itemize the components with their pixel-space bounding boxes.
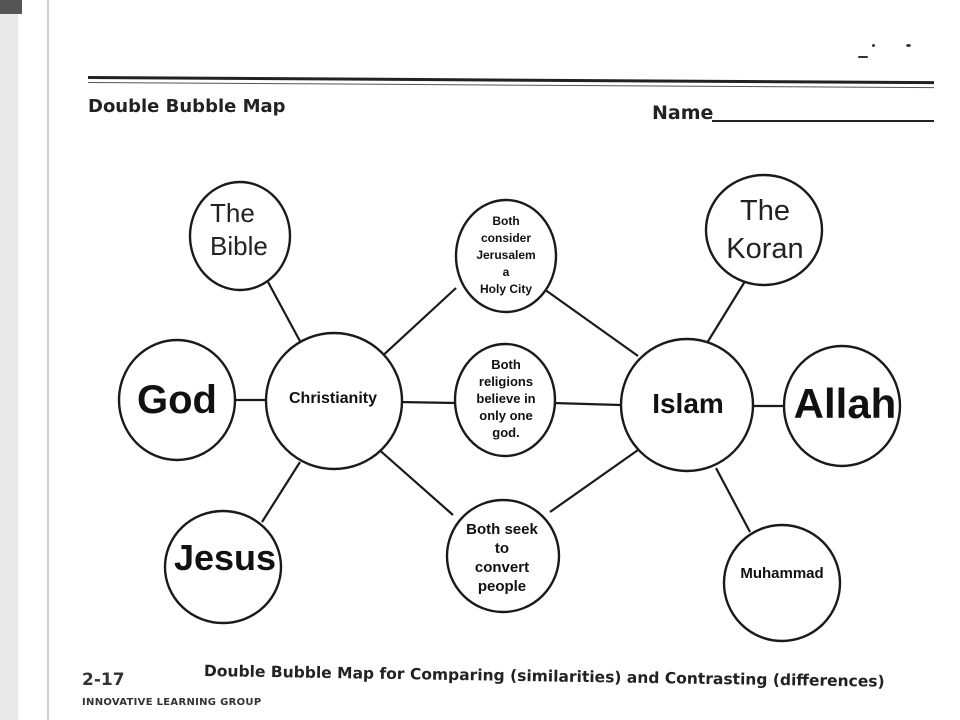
sim-top-line: Jerusalem xyxy=(476,247,536,262)
bible-line-2: Bible xyxy=(210,231,268,261)
label-the-koran: The Koran xyxy=(705,185,825,275)
bubble-similarity-middle xyxy=(453,342,557,458)
scan-speck xyxy=(872,44,875,47)
connector-christianity-sim-bot xyxy=(375,446,454,516)
connector-islam-koran xyxy=(706,277,748,344)
bubble-god xyxy=(117,338,237,462)
sim-mid-line: Both xyxy=(491,356,521,372)
sim-bot-line: convert xyxy=(474,559,530,576)
bible-line-1: The xyxy=(210,198,255,228)
paper-edge xyxy=(47,0,49,720)
koran-line-2: Koran xyxy=(726,233,804,265)
sim-mid-line: god. xyxy=(492,424,520,440)
bubble-the-koran xyxy=(704,173,824,287)
connector-christianity-jesus xyxy=(261,461,301,523)
label-similarity-top: Both consider Jerusalem a Holy City xyxy=(452,205,560,305)
label-similarity-middle: Both religions believe in only one god. xyxy=(456,346,556,450)
sim-bot-line: to xyxy=(494,540,510,557)
sim-mid-line: religions xyxy=(478,373,534,389)
sim-mid-line: only one xyxy=(479,407,533,423)
connector-islam-sim-top xyxy=(543,288,639,357)
name-input-line[interactable] xyxy=(712,120,934,122)
bubble-christianity xyxy=(264,331,404,471)
connector-christianity-sim-mid xyxy=(397,400,457,405)
label-the-bible: The Bible xyxy=(190,190,290,270)
label-christianity: Christianity xyxy=(288,390,377,407)
sim-bot-line: Both seek xyxy=(466,521,538,538)
sim-top-line: Holy City xyxy=(479,281,532,296)
publisher-name: INNOVATIVE LEARNING GROUP xyxy=(82,697,262,708)
sim-top-line: Both xyxy=(492,213,520,228)
sim-top-line: consider xyxy=(480,230,531,245)
scan-margin xyxy=(0,0,18,720)
label-allah: Allah xyxy=(793,380,897,427)
scan-speck xyxy=(906,44,911,47)
label-similarity-bottom: Both seek to convert people xyxy=(446,512,558,604)
label-islam: Islam xyxy=(652,388,724,419)
sim-bot-line: people xyxy=(477,578,527,595)
sim-mid-line: believe in xyxy=(476,390,536,406)
connector-christianity-bible xyxy=(267,281,302,344)
bubble-muhammad xyxy=(722,523,842,643)
bubble-islam xyxy=(619,337,755,473)
koran-line-1: The xyxy=(740,195,790,227)
scan-corner-mark xyxy=(0,0,22,14)
bubble-similarity-bottom xyxy=(445,498,561,614)
bubble-similarity-top xyxy=(454,198,558,314)
worksheet-title: Double Bubble Map xyxy=(88,96,286,117)
bubble-jesus xyxy=(163,509,283,625)
bubble-the-bible xyxy=(188,180,292,292)
scan-speck xyxy=(858,56,868,58)
connector-islam-sim-bot xyxy=(549,449,639,513)
connector-islam-muhammad xyxy=(715,467,751,533)
connector-christianity-sim-top xyxy=(377,287,457,361)
page-number: 2-17 xyxy=(82,670,125,690)
label-jesus: Jesus xyxy=(173,537,277,578)
label-muhammad: Muhammad xyxy=(740,564,824,582)
name-label: Name xyxy=(652,102,714,124)
sim-top-line: a xyxy=(502,264,510,279)
label-god: God xyxy=(137,377,217,422)
bubble-allah xyxy=(782,344,902,468)
connector-islam-sim-mid xyxy=(552,401,621,407)
